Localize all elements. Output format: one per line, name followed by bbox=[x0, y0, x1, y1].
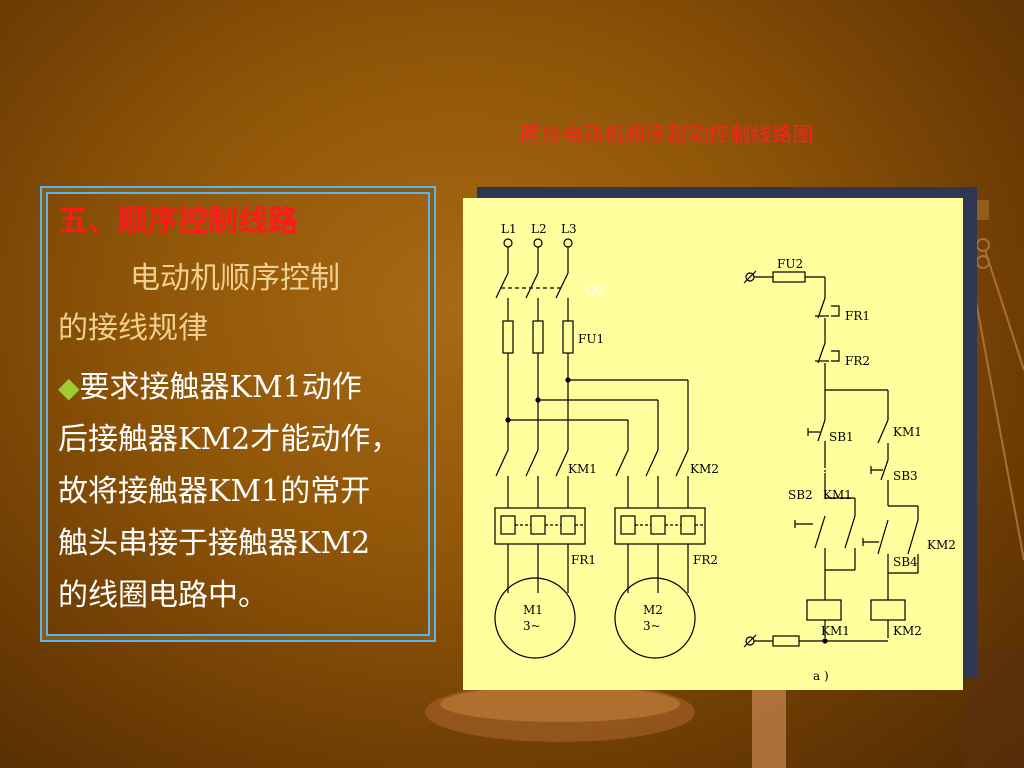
motor-m2-phase: 3~ bbox=[643, 619, 661, 633]
requirement-line-1: 要求接触器KM1动作 bbox=[79, 370, 362, 405]
rule-line-1: 电动机顺序控制 bbox=[130, 261, 340, 296]
ctrl-sb1-label: SB1 bbox=[829, 430, 854, 444]
phase-label-l3: L3 bbox=[561, 222, 577, 236]
subfigure-label: a ) bbox=[813, 669, 829, 683]
text-panel: 五、顺序控制线路 电动机顺序控制 的接线规律 ◆要求接触器KM1动作 后接触器K… bbox=[40, 186, 436, 642]
overload-fr1-label: FR1 bbox=[571, 553, 596, 567]
motor-m2-name: M2 bbox=[643, 603, 663, 617]
diagram-title: 两台电动机顺序起动控制线路图 bbox=[520, 122, 814, 146]
requirement-line-2: 后接触器KM2才能动作， bbox=[58, 422, 401, 457]
switch-qs-label: QS bbox=[586, 284, 605, 299]
ctrl-sb2-label: SB2 bbox=[788, 488, 813, 502]
contactor-km2-label: KM2 bbox=[690, 462, 719, 476]
phase-label-l1: L1 bbox=[501, 222, 517, 236]
requirement-line-4: 触头串接于接触器KM2 bbox=[58, 526, 371, 561]
rule-text: 电动机顺序控制 的接线规律 bbox=[58, 254, 418, 354]
ctrl-km2-aux-label: KM2 bbox=[927, 538, 956, 552]
phase-label-l2: L2 bbox=[531, 222, 547, 236]
section-heading: 五、顺序控制线路 bbox=[58, 204, 298, 239]
requirement-line-3: 故将接触器KM1的常开 bbox=[58, 474, 371, 509]
ctrl-km1-aux-label: KM1 bbox=[893, 425, 922, 439]
ctrl-sb4-label: SB4 bbox=[893, 555, 918, 569]
ctrl-coil-km2-label: KM2 bbox=[893, 624, 922, 638]
requirement-line-5: 的线圈电路中。 bbox=[58, 578, 268, 613]
requirement-text: ◆要求接触器KM1动作 后接触器KM2才能动作， 故将接触器KM1的常开 触头串… bbox=[58, 362, 418, 622]
motor-m1-name: M1 bbox=[523, 603, 543, 617]
ctrl-fr2-label: FR2 bbox=[845, 354, 870, 368]
ctrl-fr1-label: FR1 bbox=[845, 309, 870, 323]
motor-m1-phase: 3~ bbox=[523, 619, 541, 633]
circuit-diagram: L1 L2 L3 FU1 KM1 KM2 FR1 FR2 M1 3~ M2 3~… bbox=[463, 198, 963, 690]
ctrl-sb3-label: SB3 bbox=[893, 469, 918, 483]
ctrl-coil-km1-label: KM1 bbox=[821, 624, 850, 638]
rule-line-2: 的接线规律 bbox=[58, 311, 208, 346]
contactor-km1-label: KM1 bbox=[568, 462, 597, 476]
diamond-bullet-icon: ◆ bbox=[58, 371, 80, 404]
ctrl-km1-aux2-label: KM1 bbox=[823, 488, 852, 502]
fuse-fu1-label: FU1 bbox=[578, 332, 604, 346]
overload-fr2-label: FR2 bbox=[693, 553, 718, 567]
fuse-fu2-label: FU2 bbox=[777, 257, 803, 271]
